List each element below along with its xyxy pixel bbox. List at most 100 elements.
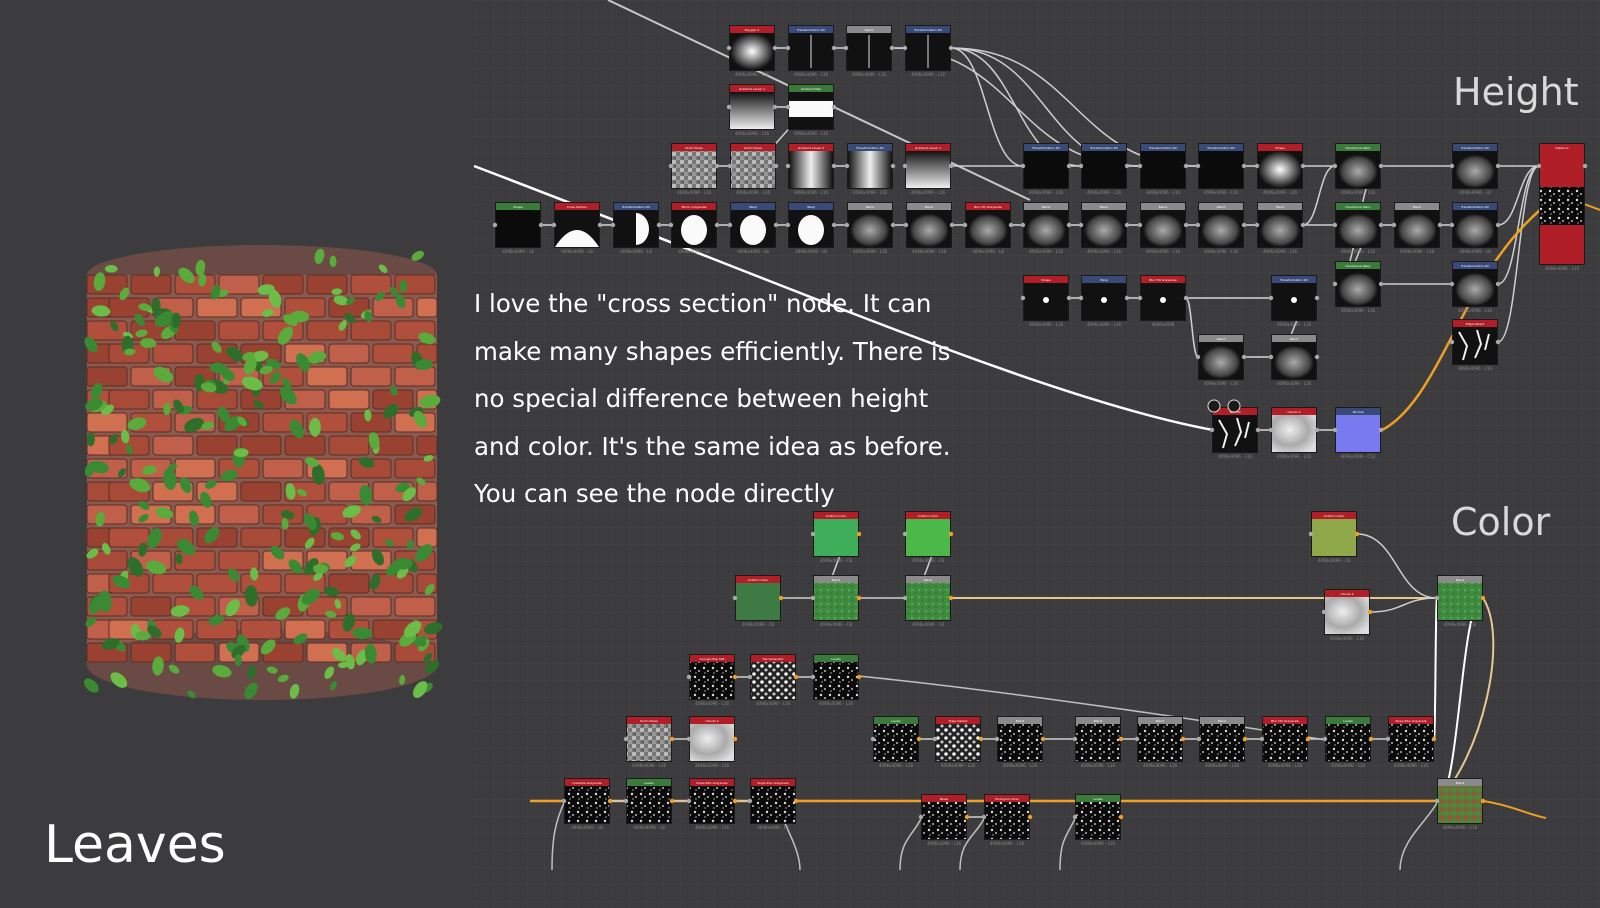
- node-input-port[interactable]: [810, 595, 816, 601]
- node-input-port[interactable]: [668, 222, 674, 228]
- node-input-port[interactable]: [1434, 595, 1440, 601]
- node-input-port[interactable]: [610, 222, 616, 228]
- node-input-port[interactable]: [727, 222, 733, 228]
- node-input-port[interactable]: [932, 736, 938, 742]
- node-input-port[interactable]: [1332, 281, 1338, 287]
- node-input-port[interactable]: [1332, 163, 1338, 169]
- node-output-port[interactable]: [1314, 295, 1320, 301]
- node-output-port[interactable]: [1118, 736, 1124, 742]
- node-output-port[interactable]: [1241, 222, 1247, 228]
- node-input-port[interactable]: [1078, 222, 1084, 228]
- node-output-port[interactable]: [1495, 281, 1501, 287]
- node-output-port[interactable]: [1066, 163, 1072, 169]
- node-output-port[interactable]: [1495, 222, 1501, 228]
- node-output-port[interactable]: [1124, 222, 1130, 228]
- node-input-port[interactable]: [1209, 427, 1215, 433]
- node-output-port[interactable]: [890, 163, 896, 169]
- node-output-port[interactable]: [949, 222, 955, 228]
- node-frame-icon[interactable]: [1207, 399, 1221, 413]
- node-output-port[interactable]: [1066, 295, 1072, 301]
- node-output-port[interactable]: [1378, 163, 1384, 169]
- node-output-port[interactable]: [889, 45, 895, 51]
- node-input-port[interactable]: [1072, 736, 1078, 742]
- node-input-port[interactable]: [727, 163, 733, 169]
- node-output-port[interactable]: [607, 798, 613, 804]
- node-input-port[interactable]: [686, 674, 692, 680]
- node-output-port[interactable]: [772, 45, 778, 51]
- node-input-port[interactable]: [1134, 736, 1140, 742]
- node-input-port[interactable]: [1449, 281, 1455, 287]
- node-input-port[interactable]: [844, 163, 850, 169]
- node-output-port[interactable]: [1183, 222, 1189, 228]
- node-output-port[interactable]: [831, 163, 837, 169]
- node-input-port[interactable]: [994, 736, 1000, 742]
- node-input-port[interactable]: [1195, 222, 1201, 228]
- node-output-port[interactable]: [1118, 814, 1124, 820]
- node-output-port[interactable]: [1180, 736, 1186, 742]
- node-input-port[interactable]: [1322, 736, 1328, 742]
- node-input-port[interactable]: [726, 104, 732, 110]
- node-output-port[interactable]: [978, 736, 984, 742]
- node-input-port[interactable]: [1254, 163, 1260, 169]
- node-input-port[interactable]: [785, 222, 791, 228]
- node-output-port[interactable]: [1124, 295, 1130, 301]
- node-input-port[interactable]: [623, 798, 629, 804]
- node-output-port[interactable]: [856, 674, 862, 680]
- node-input-port[interactable]: [902, 45, 908, 51]
- node-input-port[interactable]: [1385, 736, 1391, 742]
- node-output-port[interactable]: [1300, 163, 1306, 169]
- node-output-port[interactable]: [1314, 354, 1320, 360]
- node-input-port[interactable]: [551, 222, 557, 228]
- node-input-port[interactable]: [747, 674, 753, 680]
- node-input-port[interactable]: [810, 531, 816, 537]
- node-input-port[interactable]: [1268, 427, 1274, 433]
- node-input-port[interactable]: [785, 104, 791, 110]
- node-input-port[interactable]: [1536, 163, 1542, 169]
- node-output-port[interactable]: [948, 595, 954, 601]
- node-input-port[interactable]: [686, 798, 692, 804]
- node-input-port[interactable]: [1254, 222, 1260, 228]
- node-output-port[interactable]: [1027, 814, 1033, 820]
- node-input-port[interactable]: [623, 736, 629, 742]
- node-input-port[interactable]: [1259, 736, 1265, 742]
- node-input-port[interactable]: [1332, 222, 1338, 228]
- node-input-port[interactable]: [732, 595, 738, 601]
- node-output-port[interactable]: [778, 595, 784, 601]
- node-output-port[interactable]: [1040, 736, 1046, 742]
- node-output-port[interactable]: [669, 736, 675, 742]
- node-output-port[interactable]: [732, 674, 738, 680]
- node-output-port[interactable]: [1183, 163, 1189, 169]
